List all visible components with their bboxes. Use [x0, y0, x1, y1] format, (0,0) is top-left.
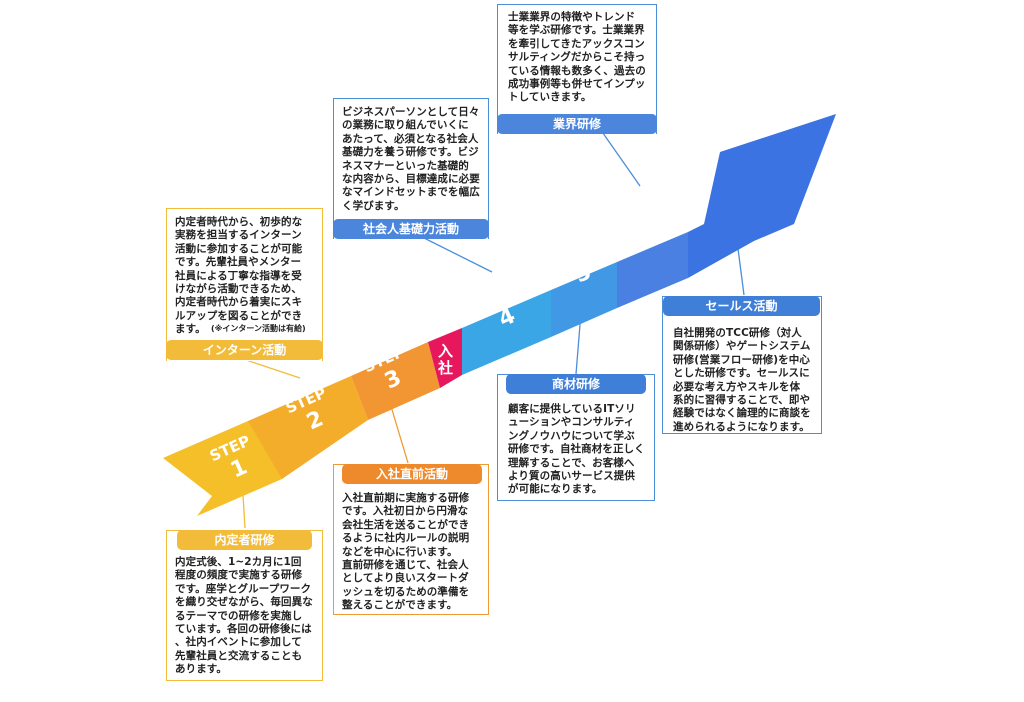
arrow-head	[688, 114, 836, 278]
shakaijin-box: ビジネスパーソンとして日々 の業務に取り組んでいくに あたって、必須となる社会人…	[333, 98, 489, 239]
naiteisha-text: 内定式後、1~2カ月に1回 程度の頻度で実施する研修 です。座学とグループワーク…	[175, 556, 313, 676]
shakaijin-title: 社会人基礎力活動	[333, 219, 489, 239]
arrow-band	[163, 114, 836, 516]
step2-segment	[248, 376, 368, 479]
step6-segment	[617, 232, 688, 308]
intern-box: 内定者時代から、初歩的な 実務を担当するインターン 活動に参加することが可能 で…	[166, 208, 323, 361]
step3-segment	[351, 342, 440, 420]
intern-title: インターン活動	[166, 340, 323, 360]
nyusha-segment	[428, 328, 462, 388]
shozai-text: 顧客に提供しているITソリ ューションやコンサルティ ングノウハウについて学ぶ …	[508, 403, 645, 496]
gyokai-title: 業界研修	[497, 114, 657, 134]
intern-note: (※インターン活動は有給)	[211, 324, 306, 333]
shakaijin-text: ビジネスパーソンとして日々 の業務に取り組んでいくに あたって、必須となる社会人…	[342, 106, 480, 212]
connector-step6-top	[597, 125, 641, 187]
sales-title: セールス活動	[663, 296, 820, 316]
connector-step3	[389, 402, 409, 464]
sales-box: セールス活動 自社開発のTCC研修（対人 関係研修）やゲートシステム 研修(営業…	[662, 296, 822, 434]
shozai-box: 商材研修 顧客に提供しているITソリ ューションやコンサルティ ングノウハウにつ…	[497, 374, 655, 501]
sales-text: 自社開発のTCC研修（対人 関係研修）やゲートシステム 研修(営業フロー研修)を…	[673, 327, 811, 433]
step5-segment	[551, 262, 617, 337]
naiteisha-box: 内定者研修 内定式後、1~2カ月に1回 程度の頻度で実施する研修 です。座学とグ…	[166, 530, 323, 681]
chokuzen-box: 入社直前活動 入社直前期に実施する研修 です。入社初日から円滑な 会社生活を送る…	[333, 464, 489, 615]
nyusha-label: 入社	[436, 343, 454, 377]
chokuzen-text: 入社直前期に実施する研修 です。入社初日から円滑な 会社生活を送ることができ る…	[342, 492, 470, 612]
connector-step2	[239, 357, 301, 379]
step4-segment	[462, 290, 551, 375]
gyokai-box: 士業業界の特徴やトレンド 等を学ぶ研修です。士業業界 を牽引してきたアックスコン…	[497, 4, 657, 134]
connector-step1	[242, 494, 246, 529]
chokuzen-title: 入社直前活動	[342, 464, 482, 484]
gyokai-text: 士業業界の特徴やトレンド 等を学ぶ研修です。士業業界 を牽引してきたアックスコン…	[508, 11, 646, 104]
intern-text: 内定者時代から、初歩的な 実務を担当するインターン 活動に参加することが可能 で…	[175, 216, 303, 336]
shozai-title: 商材研修	[506, 374, 646, 394]
naiteisha-title: 内定者研修	[177, 530, 312, 550]
